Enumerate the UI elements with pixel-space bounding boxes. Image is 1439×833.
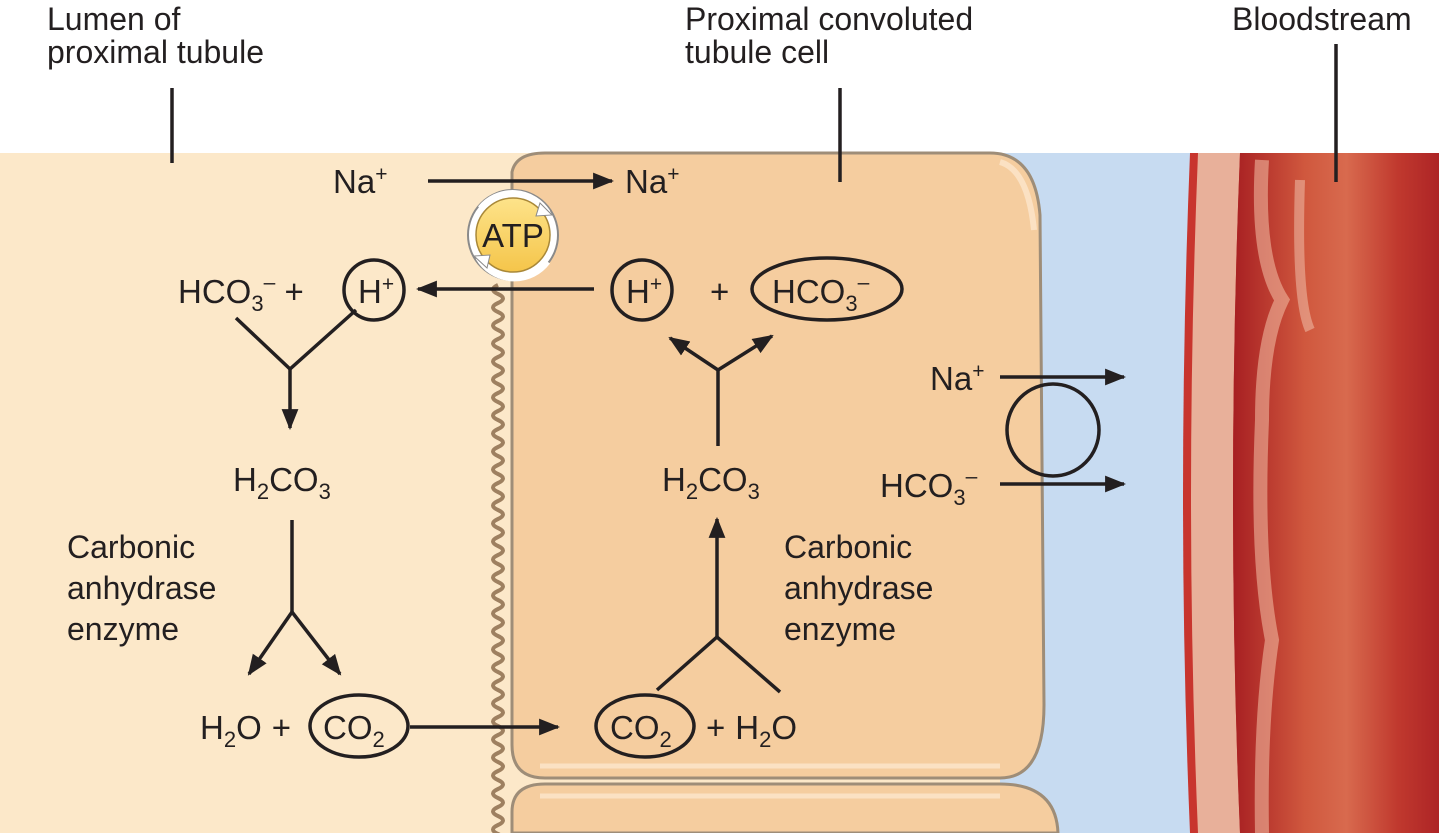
h2co3-cell: H2CO3 — [662, 461, 760, 504]
cotransporter — [1005, 382, 1101, 478]
hco3-cell-ellipse — [750, 256, 904, 322]
lumen-to-h2o-arrow — [247, 611, 294, 676]
co2-cell-ellipse — [594, 693, 696, 759]
atp-label: ATP — [482, 217, 544, 254]
adjacent-tubule-cell — [510, 782, 1060, 833]
bloodstream-label: Bloodstream — [1232, 1, 1412, 37]
h-lumen: H+ — [358, 273, 394, 310]
h2co3-lumen: H2CO3 — [233, 461, 331, 504]
atp-pump: ATP — [467, 189, 559, 282]
lumen-to-co2-arrow — [290, 610, 342, 676]
na-cell: Na+ — [625, 163, 679, 200]
hco3-cell: HCO3– — [772, 271, 870, 316]
na-basolateral: Na+ — [930, 360, 984, 397]
h-cell-circle — [610, 258, 674, 322]
plus-cell: + — [710, 273, 729, 310]
co2-lumen-ellipse — [308, 693, 410, 759]
hco3-lumen: HCO3– + — [178, 271, 304, 316]
blood-vessel — [1183, 153, 1439, 833]
tubule-cell-body — [510, 151, 1046, 780]
cell-to-hco3-arrow — [717, 334, 774, 372]
h-lumen-circle — [342, 258, 406, 322]
cell-to-h-arrow — [668, 336, 719, 372]
hco3-basolateral: HCO3– — [880, 465, 978, 510]
co2-cell: CO2 — [610, 709, 672, 752]
brush-border-microvilli — [491, 283, 505, 833]
h2o-lumen: H2O+ — [200, 709, 291, 752]
na-lumen: Na+ — [333, 163, 387, 200]
h-cell: H+ — [626, 273, 662, 310]
h2o-cell: +H2O — [706, 709, 797, 752]
co2-lumen: CO2 — [323, 709, 385, 752]
